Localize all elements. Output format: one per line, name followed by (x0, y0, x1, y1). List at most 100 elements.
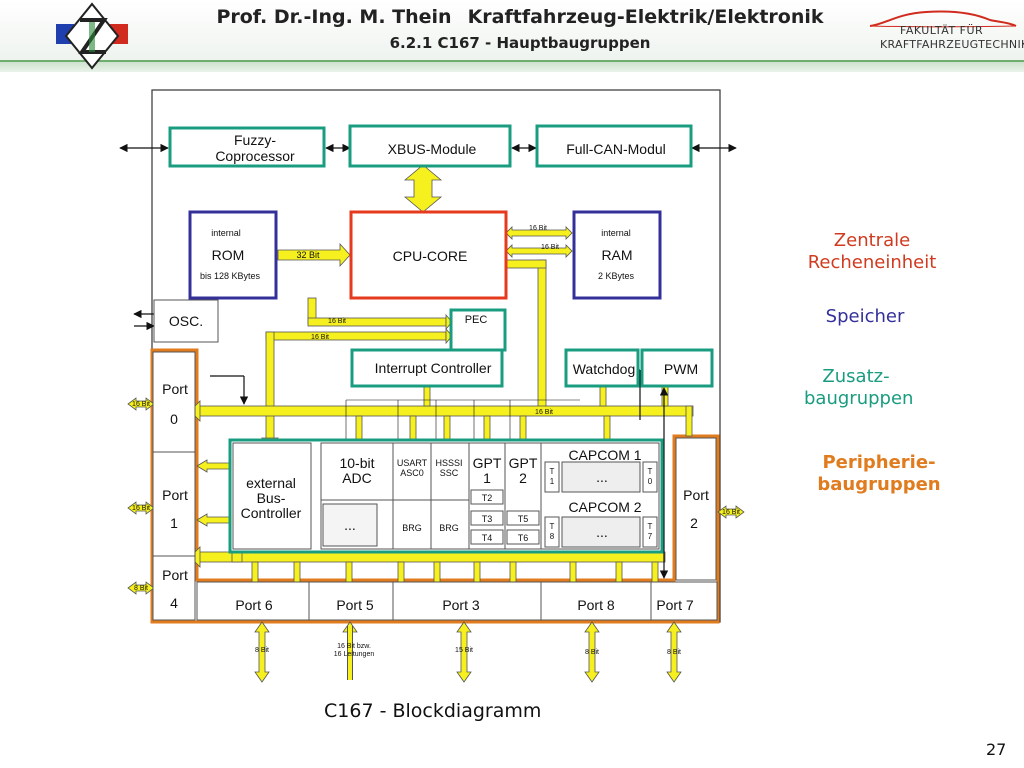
drop-gpt2 (519, 415, 527, 443)
block-labels: Fuzzy-Coprocessor XBUS-Module Full-CAN-M… (162, 132, 709, 613)
xbus-block (348, 124, 512, 168)
header-line (0, 60, 1024, 62)
bus-p1-label: 16 Bit (132, 505, 150, 512)
rise-port3d (509, 561, 517, 583)
rom-size-label: bis 128 KBytes (200, 271, 261, 281)
bus-32bit-label: 32 Bit (296, 250, 320, 260)
rise-port8 (569, 561, 577, 583)
asc0-label: ASC0 (400, 468, 424, 478)
rise-port5b (345, 561, 353, 583)
pwm-block (640, 348, 714, 388)
drop-adc (355, 415, 363, 443)
cpu-ram-bus-1 (505, 226, 573, 240)
pec-arrow-2 (445, 327, 453, 345)
university-logo-icon (56, 2, 128, 70)
bus-p0-label: 16 Bit (132, 401, 150, 408)
bus-pec2-label: 16 Bit (311, 334, 329, 341)
drop-interrupt (423, 385, 431, 407)
pec-block (449, 308, 507, 352)
t6-label: T6 (518, 533, 529, 543)
rise-port6 (251, 561, 259, 583)
header-bar (0, 0, 1024, 62)
port6-label: Port 6 (235, 597, 273, 613)
port-blocks (152, 351, 718, 621)
osc-block (153, 299, 219, 343)
t3-label: T3 (482, 514, 493, 524)
bus-p8-label: 8 Bit (585, 649, 599, 656)
rom-block (188, 210, 278, 300)
port8-block (540, 581, 652, 621)
t2-label: T2 (482, 493, 493, 503)
port1-block (152, 451, 196, 557)
faculty-logo: FAKULTÄT FÜR KRAFTFAHRZEUGTECHNIK (866, 6, 1024, 54)
fuzzy-label: Fuzzy-Coprocessor (215, 132, 295, 164)
rom-label: ROM (212, 247, 245, 263)
legend-zusatz: Zusatz-baugruppen (804, 366, 914, 409)
port8-label: Port 8 (577, 597, 615, 613)
pec-left-bus-h2 (265, 331, 447, 341)
fuzzy-block (168, 126, 326, 168)
adc-dots-box (322, 503, 378, 547)
drop-gpt1 (483, 415, 491, 443)
watchdog-label: Watchdog (573, 361, 636, 377)
bus-width-labels: 32 Bit 16 Bit 16 Bit 16 Bit 16 Bit 16 Bi… (132, 225, 740, 658)
legend-zentrale: Zentrale Recheneinheit (807, 230, 937, 273)
port1-label: Port (162, 487, 188, 503)
port4-block (152, 555, 196, 621)
ext-port7-arrow (666, 621, 682, 683)
port2-num: 2 (690, 515, 698, 531)
ram-block (572, 210, 662, 300)
bus-ram1-label: 16 Bit (529, 225, 547, 232)
t6-box (506, 529, 540, 545)
bus-p3-label: 15 Bit (455, 647, 473, 654)
port1-num: 1 (170, 515, 178, 531)
port5-label: Port 5 (336, 597, 374, 613)
t4-box (470, 529, 504, 545)
port3-block (392, 581, 542, 621)
port7-label: Port 7 (656, 597, 694, 613)
drop-capcom (603, 415, 611, 443)
usart-label: USART (397, 458, 428, 468)
capcom2-dots: ... (596, 524, 608, 540)
rise-port7b (651, 561, 659, 583)
header-stripe (0, 60, 1024, 72)
bus-to-extbus-v (265, 331, 275, 443)
bus-p7-label: 8 Bit (667, 649, 681, 656)
ext-port3-arrow (456, 621, 472, 683)
header-subtitle: 6.2.1 C167 - Hauptbaugruppen (389, 34, 651, 52)
bus-pec1-label: 16 Bit (328, 318, 346, 325)
ssc-label: SSC (440, 468, 459, 478)
capcom2-dots-box (561, 516, 641, 548)
capcom1-dots: ... (596, 469, 608, 485)
port6-block (196, 581, 310, 621)
t5-box (506, 510, 540, 526)
brg1-label: BRG (402, 523, 422, 533)
interrupt-block (350, 348, 504, 388)
drop-watchdog (599, 385, 607, 407)
adc-dots: ... (344, 517, 356, 533)
pec-arrow-1 (445, 313, 453, 331)
rise-port3c (473, 561, 481, 583)
fullcan-block (535, 124, 693, 168)
drop-pwm (661, 385, 669, 407)
speicher-blocks (188, 210, 662, 300)
rise-port7a (615, 561, 623, 583)
periphery-modules (232, 442, 660, 550)
pec-label: PEC (465, 314, 488, 326)
t7-box (642, 516, 658, 548)
diagram-caption: C167 - Blockdiagramm (324, 700, 542, 722)
t3-box (470, 510, 504, 526)
ram-size-label: 2 KBytes (598, 271, 635, 281)
bus-p4-label: 8 Bit (134, 585, 148, 592)
hsssi-label: HSSSI (435, 458, 462, 468)
port4-num: 4 (170, 595, 178, 611)
drop-hsssi (443, 415, 451, 443)
